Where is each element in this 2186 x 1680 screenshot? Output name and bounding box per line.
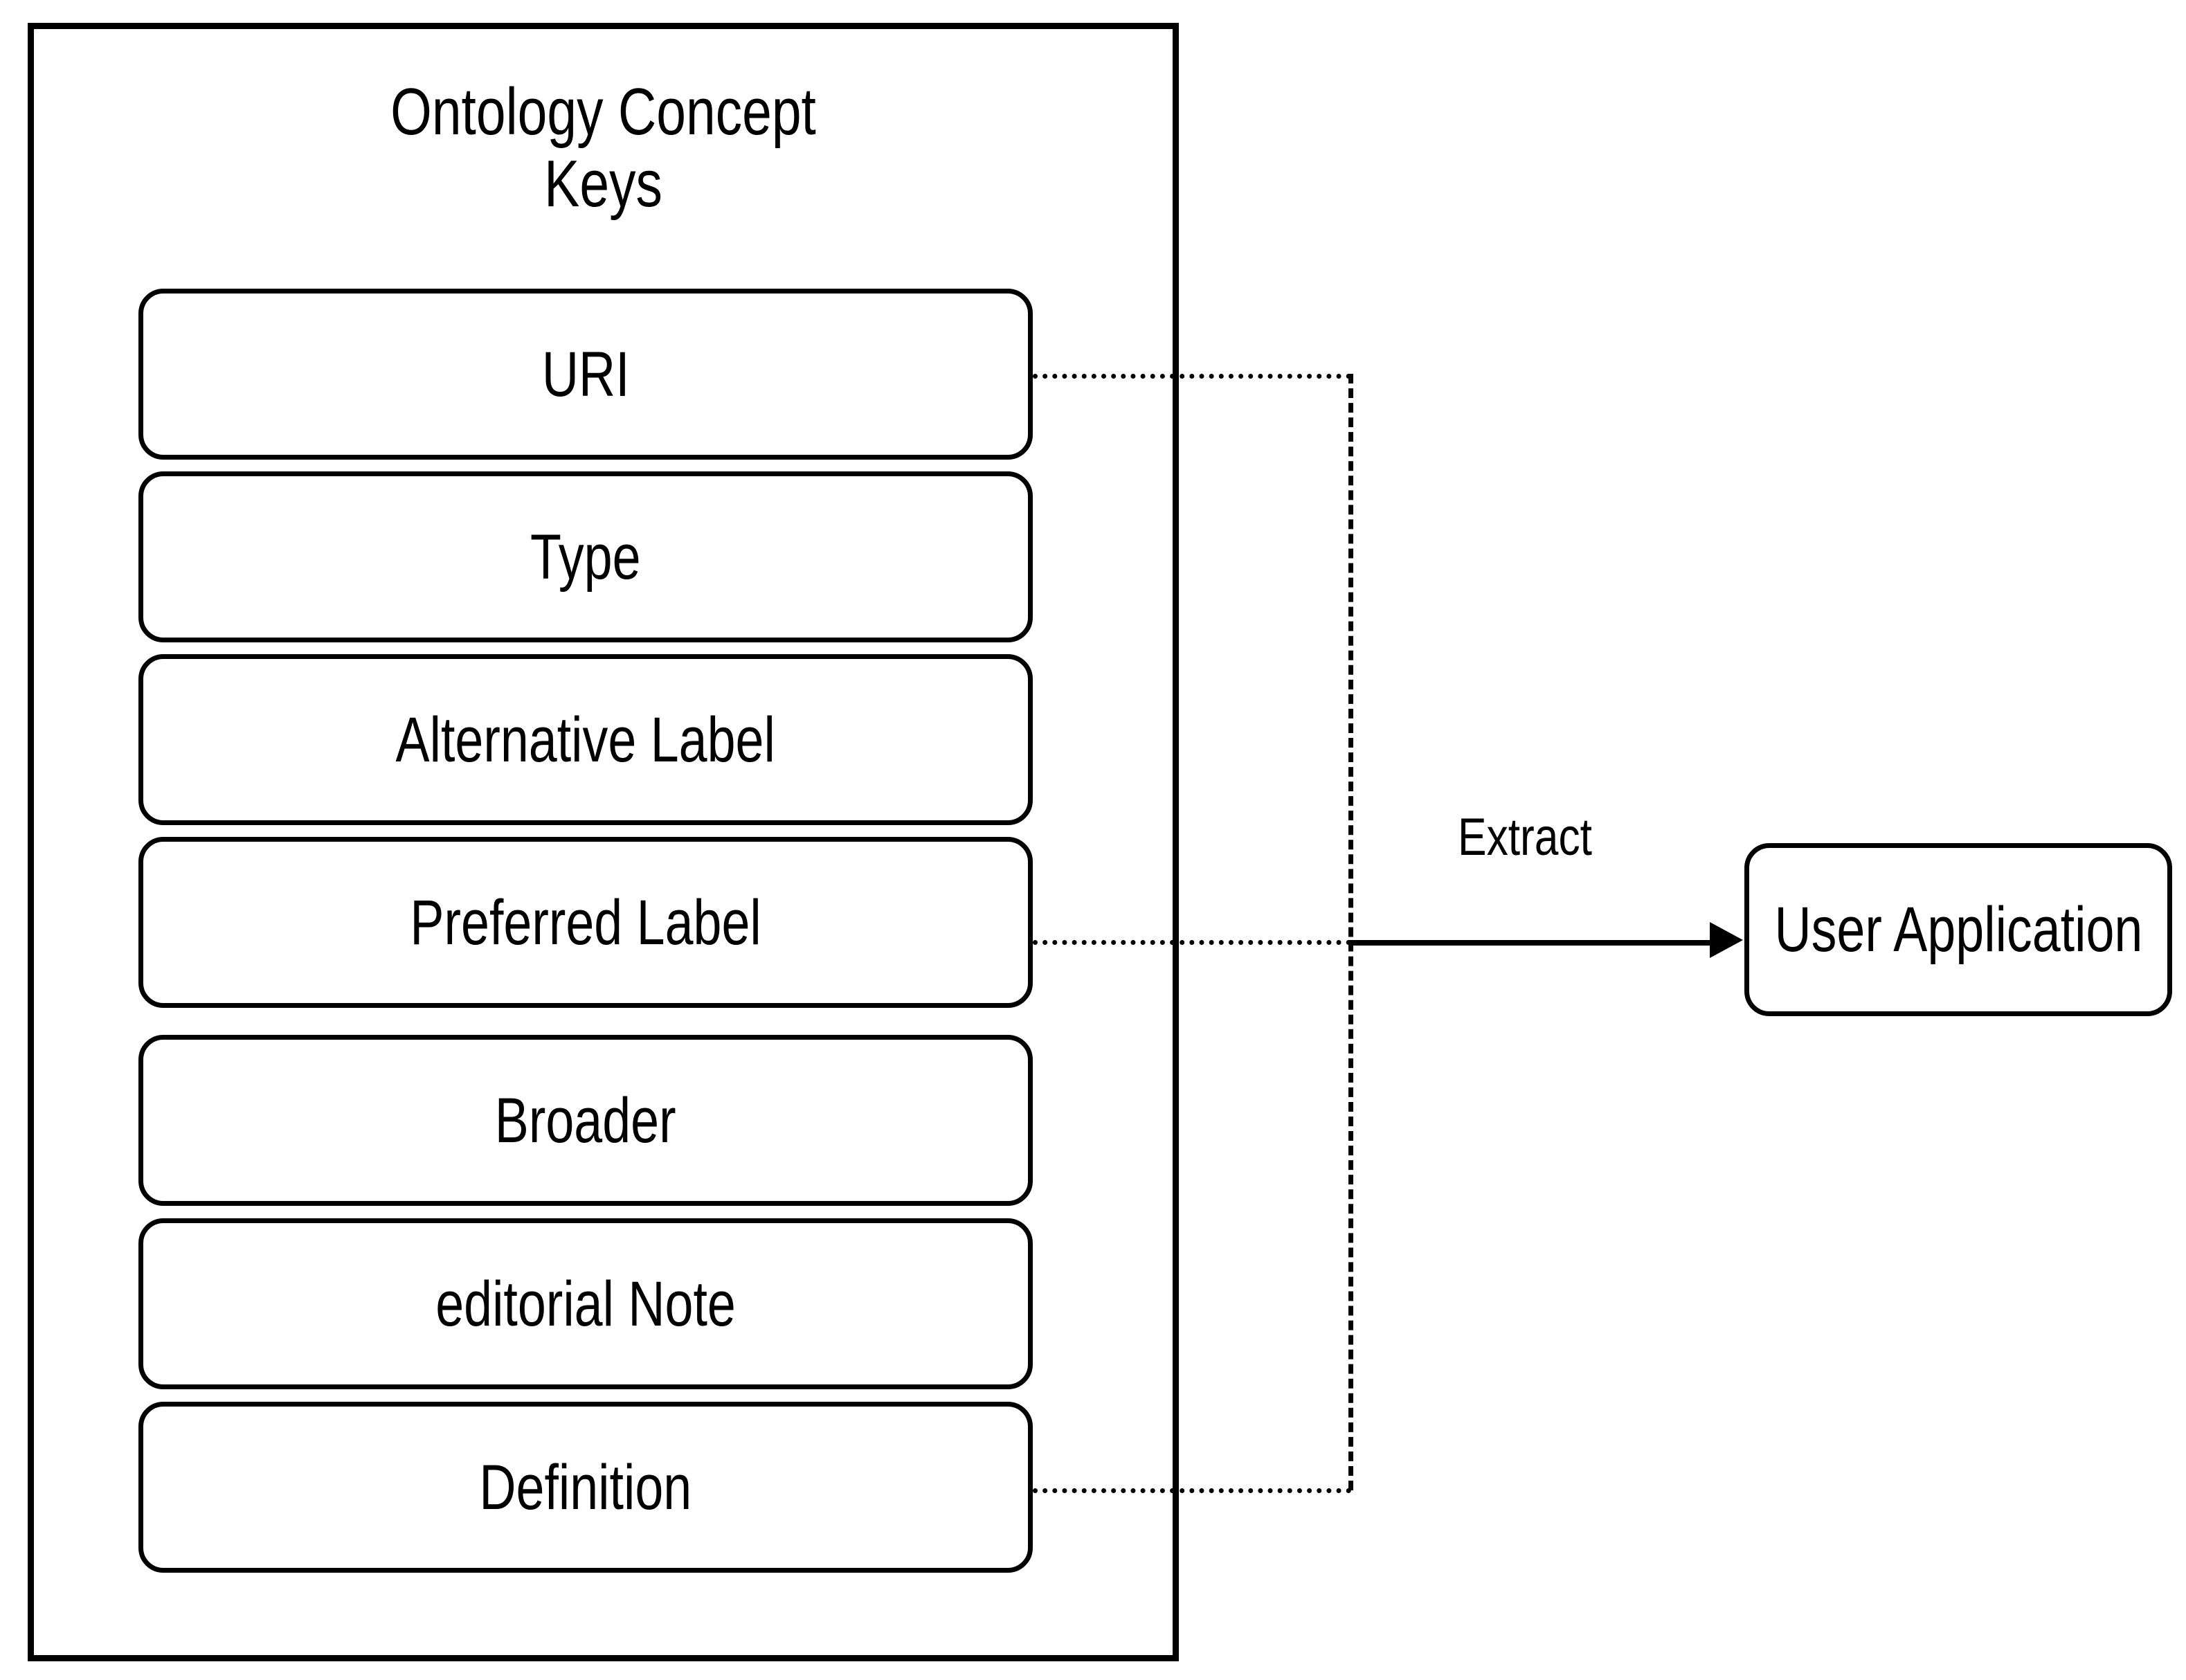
key-box-type[interactable]: Type xyxy=(138,471,1033,642)
container-title: Ontology Concept Keys xyxy=(390,75,816,221)
user-application-box[interactable]: User Application xyxy=(1744,843,2172,1016)
user-application-label: User Application xyxy=(1774,894,2142,965)
key-box-type-label: Type xyxy=(530,521,641,593)
extract-edge-label: Extract xyxy=(1458,808,1592,867)
key-box-definition[interactable]: Definition xyxy=(138,1402,1033,1573)
key-box-editorial-note[interactable]: editorial Note xyxy=(138,1218,1033,1389)
key-box-uri[interactable]: URI xyxy=(138,289,1033,460)
extract-arrow-head-icon xyxy=(1710,922,1743,958)
connector-vertical-bus xyxy=(1348,374,1353,1490)
key-box-broader-label: Broader xyxy=(495,1085,676,1156)
connector-preferred-label-to-bus xyxy=(1033,940,1351,945)
key-box-uri-label: URI xyxy=(541,338,630,410)
key-box-alternative-label-label: Alternative Label xyxy=(395,704,776,775)
extract-arrow-line xyxy=(1348,940,1712,946)
connector-uri-to-bus xyxy=(1033,374,1351,379)
key-box-alternative-label[interactable]: Alternative Label xyxy=(138,654,1033,825)
key-box-broader[interactable]: Broader xyxy=(138,1035,1033,1206)
key-box-editorial-note-label: editorial Note xyxy=(435,1268,736,1339)
key-box-preferred-label-label: Preferred Label xyxy=(410,887,761,958)
key-box-definition-label: Definition xyxy=(479,1452,692,1523)
key-box-preferred-label[interactable]: Preferred Label xyxy=(138,837,1033,1008)
connector-definition-to-bus xyxy=(1033,1488,1351,1493)
